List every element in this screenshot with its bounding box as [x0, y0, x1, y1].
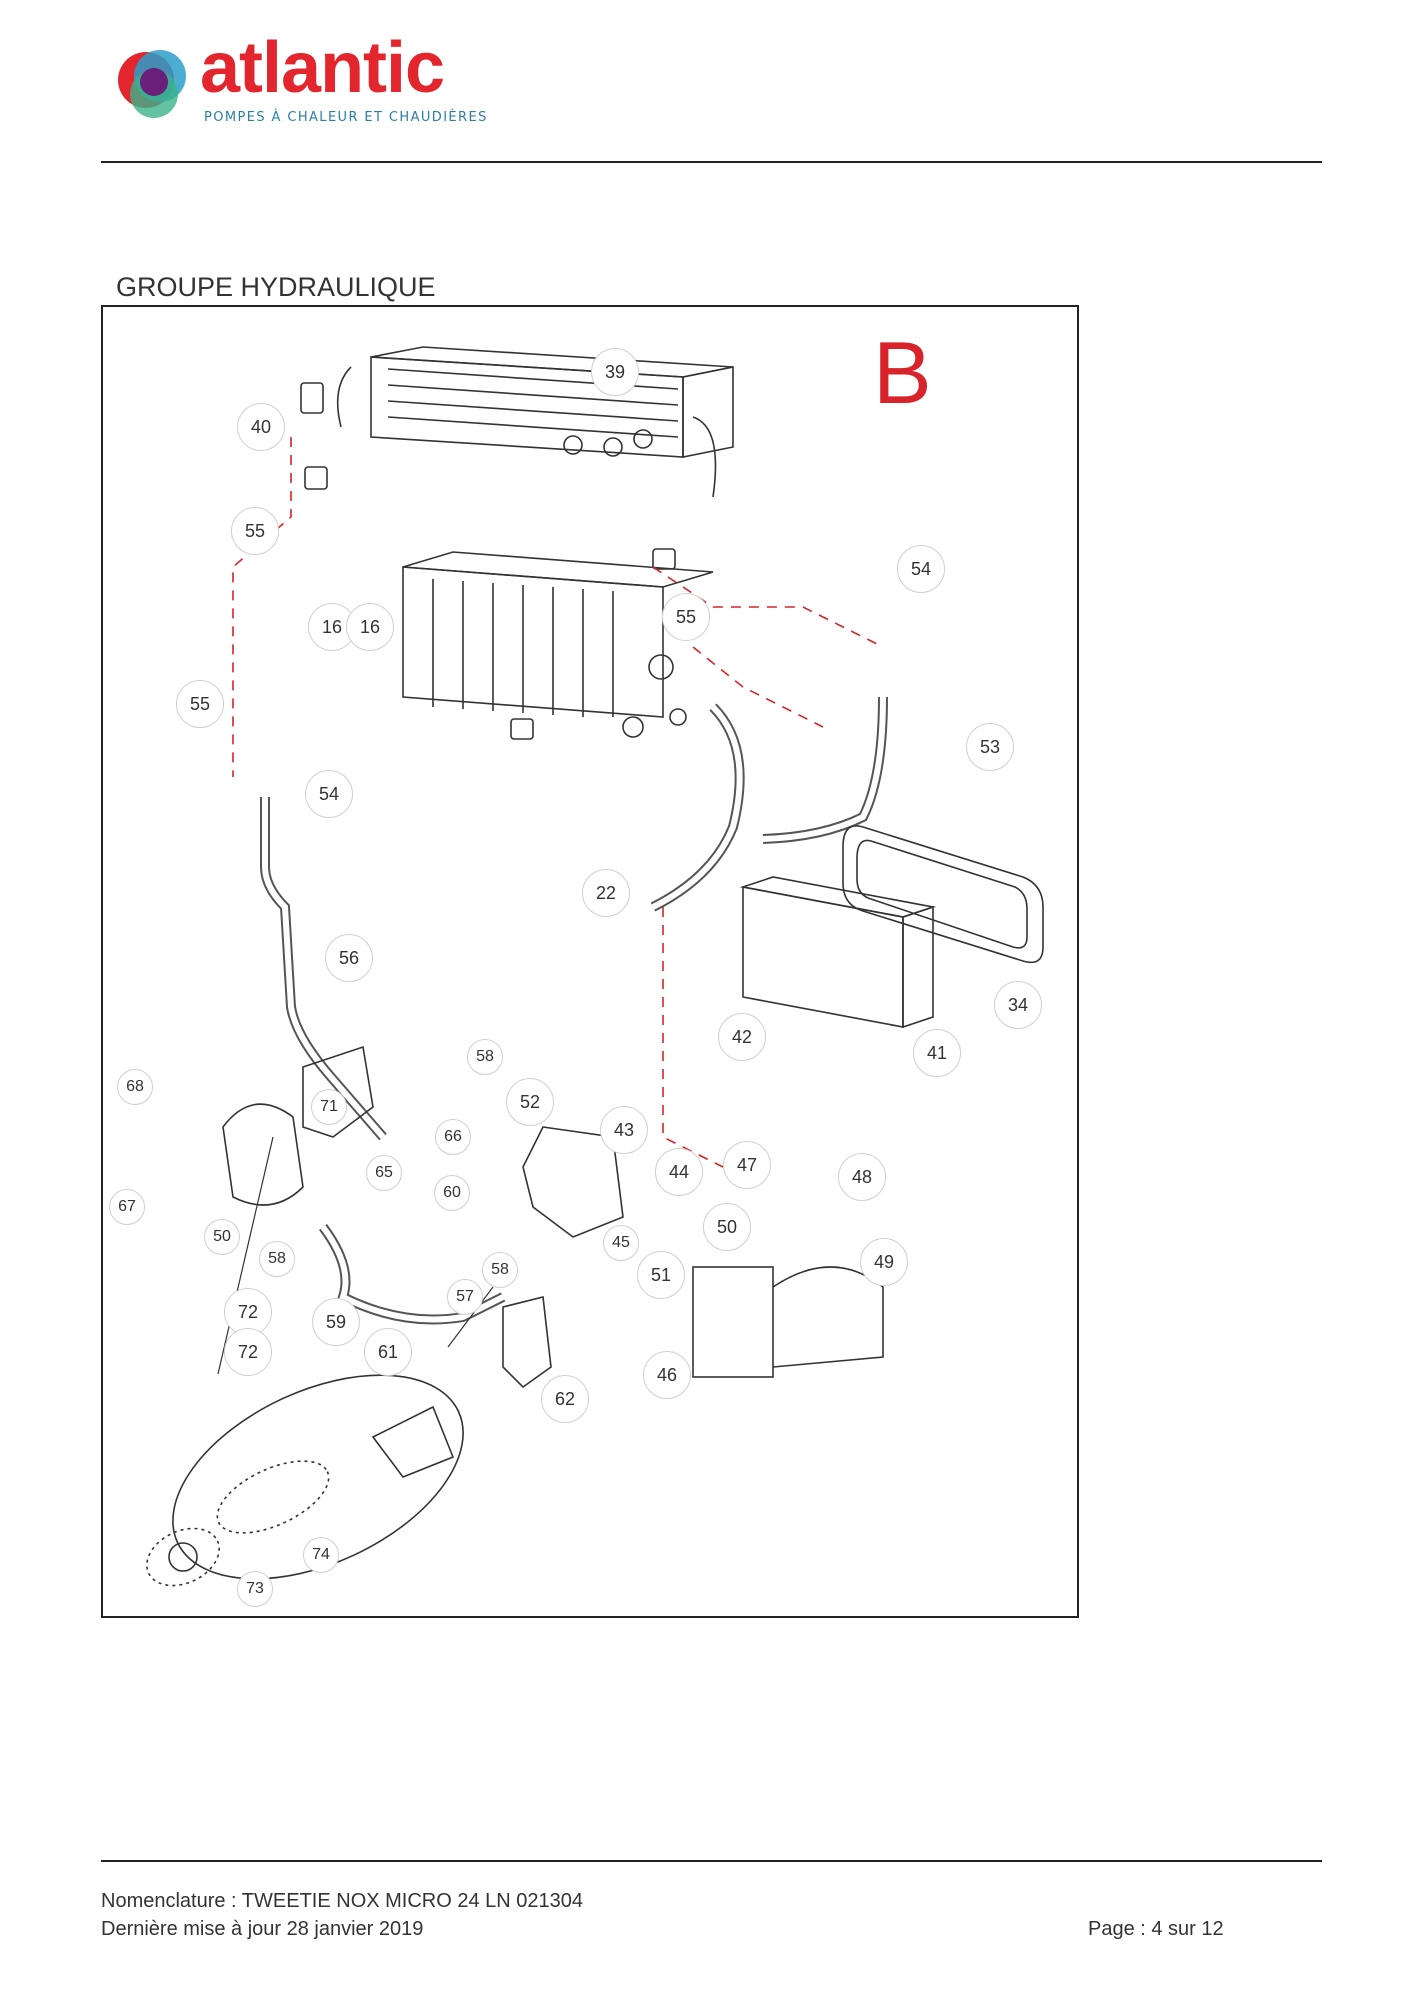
callout-45: 45 [603, 1225, 639, 1261]
callout-67: 67 [109, 1189, 145, 1225]
callout-71: 71 [311, 1089, 347, 1125]
callout-41: 41 [913, 1029, 961, 1077]
footer-divider [101, 1860, 1322, 1862]
footer-nomenclature: Nomenclature : TWEETIE NOX MICRO 24 LN 0… [101, 1890, 584, 1912]
callout-54: 54 [897, 545, 945, 593]
callout-51: 51 [637, 1251, 685, 1299]
plate-exchanger-41 [739, 876, 937, 1029]
callout-48: 48 [838, 1153, 886, 1201]
header-divider [101, 161, 1322, 163]
callout-72: 72 [224, 1328, 272, 1376]
clip-55b [652, 548, 676, 570]
body-16 [402, 551, 714, 738]
valve-71 [302, 1045, 374, 1138]
brand-name: atlantic [200, 28, 445, 108]
callout-57: 57 [447, 1279, 483, 1315]
callout-16: 16 [346, 603, 394, 651]
callout-61: 61 [364, 1328, 412, 1376]
callout-52: 52 [506, 1078, 554, 1126]
callout-55: 55 [231, 507, 279, 555]
footer-updated: Dernière mise à jour 28 janvier 2019 [101, 1918, 424, 1940]
motor-67 [222, 1103, 304, 1206]
callout-73: 73 [237, 1571, 273, 1607]
callout-54: 54 [305, 770, 353, 818]
callout-55: 55 [662, 593, 710, 641]
callout-47: 47 [723, 1141, 771, 1189]
variant-letter: B [873, 323, 932, 422]
callout-60: 60 [434, 1175, 470, 1211]
gasket-34 [842, 825, 1044, 964]
callout-56: 56 [325, 934, 373, 982]
heat-exchanger-39 [336, 346, 734, 498]
callout-46: 46 [643, 1351, 691, 1399]
parts-drawing [146, 346, 1044, 1587]
callout-74: 74 [303, 1537, 339, 1573]
cartridge-72 [371, 1405, 455, 1478]
valve-62 [502, 1296, 552, 1389]
logo-mark-icon [118, 50, 186, 118]
clip-55a [304, 466, 328, 490]
callout-62: 62 [541, 1375, 589, 1423]
callout-39: 39 [591, 348, 639, 396]
callout-43: 43 [600, 1106, 648, 1154]
section-title: GROUPE HYDRAULIQUE [116, 272, 436, 302]
callout-22: 22 [582, 869, 630, 917]
callout-59: 59 [312, 1298, 360, 1346]
brand-tagline: POMPES À CHALEUR ET CHAUDIÈRES [204, 110, 488, 125]
callout-58: 58 [482, 1252, 518, 1288]
callout-58: 58 [467, 1039, 503, 1075]
atlantic-logo: atlantic POMPES À CHALEUR ET CHAUDIÈRES [112, 32, 492, 130]
clip-55c [510, 718, 534, 740]
callout-49: 49 [860, 1238, 908, 1286]
page-number: Page : 4 sur 12 [1088, 1918, 1224, 1940]
pump-46 [692, 1266, 884, 1378]
clip-40 [300, 382, 324, 414]
callout-34: 34 [994, 981, 1042, 1029]
callout-50: 50 [703, 1203, 751, 1251]
callout-40: 40 [237, 403, 285, 451]
exploded-diagram: B 39 40 55 55 54 16 16 55 55 53 54 22 56… [101, 305, 1079, 1618]
callout-68: 68 [117, 1069, 153, 1105]
callout-65: 65 [366, 1155, 402, 1191]
callout-42: 42 [718, 1013, 766, 1061]
callout-58: 58 [259, 1241, 295, 1277]
callout-53: 53 [966, 723, 1014, 771]
callout-66: 66 [435, 1119, 471, 1155]
callout-55: 55 [176, 680, 224, 728]
callout-50: 50 [204, 1219, 240, 1255]
callout-44: 44 [655, 1148, 703, 1196]
